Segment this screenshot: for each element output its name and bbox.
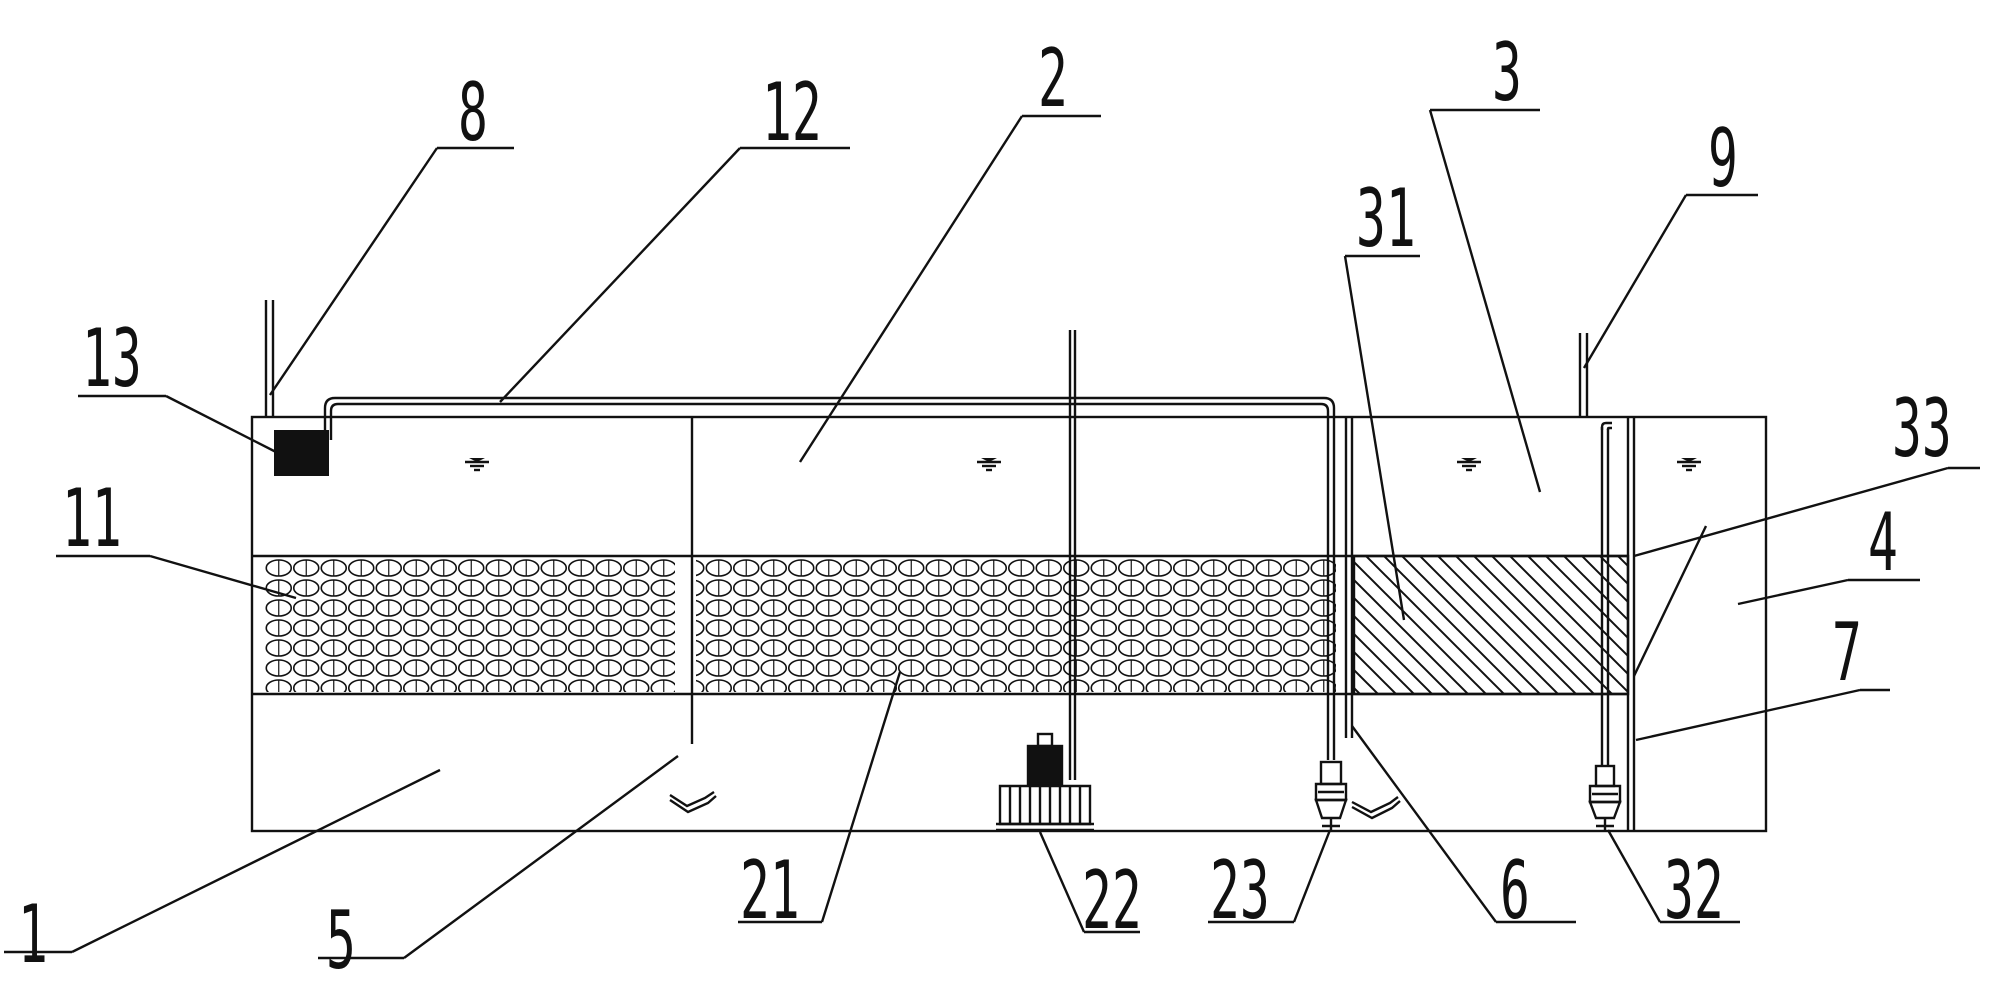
filler-zone-1 — [265, 558, 675, 692]
label-21: 21 — [740, 843, 800, 937]
aeration-rod — [1068, 330, 1077, 780]
label-2: 2 — [1038, 31, 1068, 125]
water-level-icon — [977, 458, 1001, 472]
label-23: 23 — [1210, 843, 1270, 937]
label-11: 11 — [62, 471, 122, 565]
aerator-icon — [669, 791, 715, 808]
label-9: 9 — [1708, 111, 1738, 205]
blower-device-icon — [996, 732, 1094, 832]
label-33: 33 — [1892, 381, 1952, 475]
label-6: 6 — [1500, 843, 1530, 937]
aerator-icon — [1351, 796, 1399, 814]
water-level-icon — [1677, 458, 1701, 472]
return-pipe — [323, 396, 1336, 760]
label-3: 3 — [1492, 25, 1522, 119]
hatched-filler-zone — [1352, 554, 1630, 696]
leader-lines — [4, 108, 1980, 960]
label-8: 8 — [458, 65, 488, 159]
sensor-box — [274, 430, 329, 476]
label-7: 7 — [1832, 605, 1862, 699]
label-5: 5 — [326, 893, 356, 986]
water-level-icon — [1457, 458, 1481, 472]
label-1: 1 — [18, 887, 48, 981]
inlet-pipe — [264, 300, 275, 417]
aerator-icon — [669, 795, 717, 814]
label-13: 13 — [82, 311, 142, 405]
label-32: 32 — [1664, 843, 1724, 937]
label-4: 4 — [1868, 495, 1898, 589]
outlet-pipe — [1578, 333, 1589, 417]
label-31: 31 — [1356, 171, 1416, 265]
submersible-pump-icon — [1314, 760, 1348, 830]
riser-pipe — [1600, 421, 1612, 766]
label-12: 12 — [762, 65, 822, 159]
aerator-icon — [1351, 800, 1401, 820]
filler-zone-2 — [696, 558, 1336, 692]
water-level-icon — [465, 458, 489, 472]
label-22: 22 — [1082, 853, 1142, 947]
submersible-pump-icon — [1588, 764, 1622, 830]
